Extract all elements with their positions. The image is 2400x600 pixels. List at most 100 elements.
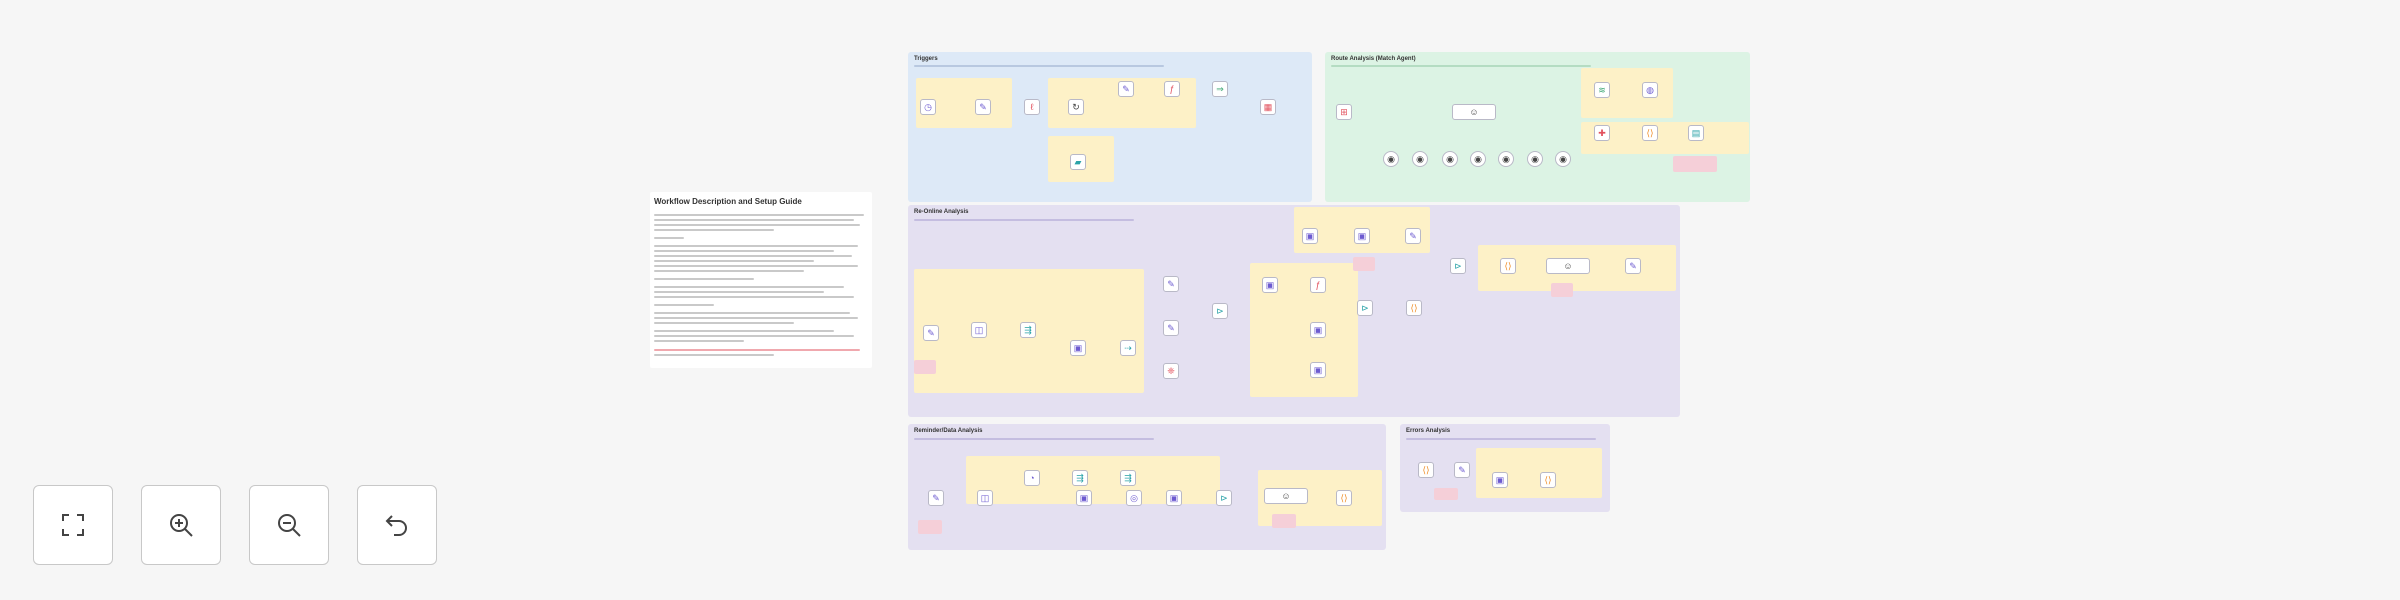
schedule-trigger-node[interactable]: ◷	[920, 99, 936, 115]
code-node[interactable]: ⟨⟩	[1336, 490, 1352, 506]
triggers-section[interactable]: Triggers	[908, 52, 1312, 202]
code-brackets-icon: ⟨⟩	[1422, 464, 1430, 475]
set-node[interactable]: ✎	[975, 99, 991, 115]
undo-button[interactable]	[357, 485, 437, 565]
code-node[interactable]: ⟨⟩	[1500, 258, 1516, 274]
merge-node[interactable]: ◫	[971, 322, 987, 338]
edit-node[interactable]: ✎	[1405, 228, 1421, 244]
tool-node[interactable]: ◉	[1555, 151, 1571, 167]
edit-node[interactable]: ✎	[1625, 258, 1641, 274]
edit-node[interactable]: ✎	[1454, 462, 1470, 478]
pencil-icon: ✎	[1458, 464, 1466, 475]
database-node[interactable]: ▣	[1262, 277, 1278, 293]
function-node[interactable]: ƒ	[1164, 81, 1180, 97]
tool-node[interactable]: ◉	[1498, 151, 1514, 167]
generate-warning-note[interactable]	[914, 360, 936, 374]
transform-icon: ⇶	[1124, 472, 1132, 483]
section-title: Errors Analysis	[1406, 428, 1451, 434]
tool-icon: ◉	[1559, 153, 1567, 164]
filter-node[interactable]: ◎	[1126, 490, 1142, 506]
doc-line	[654, 219, 854, 221]
filter-icon: ◎	[1130, 492, 1138, 503]
generate-warning-note[interactable]	[1353, 257, 1375, 271]
router-node[interactable]: ⊳	[1357, 300, 1373, 316]
database-node[interactable]: ▣	[1354, 228, 1370, 244]
split-node[interactable]: ⇶	[1072, 470, 1088, 486]
zoom-out-button[interactable]	[249, 485, 329, 565]
doc-line	[654, 340, 744, 342]
route-trigger-node[interactable]: ⊞	[1336, 104, 1352, 120]
fit-view-button[interactable]	[33, 485, 113, 565]
http-request-node[interactable]: ▦	[1260, 99, 1276, 115]
error-trigger-node[interactable]: ⟨⟩	[1418, 462, 1434, 478]
database-node[interactable]: ▣	[1310, 322, 1326, 338]
pencil-icon: ✎	[1167, 278, 1175, 289]
code-node[interactable]: ⟨⟩	[1406, 300, 1422, 316]
doc-line	[654, 237, 684, 239]
sheet-node[interactable]: ▤	[1688, 125, 1704, 141]
split-node[interactable]: ⇶	[1020, 322, 1036, 338]
tool-icon: ◉	[1531, 153, 1539, 164]
workflow-description-note[interactable]: Workflow Description and Setup Guide	[650, 192, 872, 368]
re-online-analysis-section[interactable]: Re-Online Analysis	[908, 205, 1680, 417]
database-node[interactable]: ▣	[1492, 472, 1508, 488]
database-node[interactable]: ◍	[1642, 82, 1658, 98]
timer-node[interactable]: ◔	[1024, 470, 1040, 486]
database-node[interactable]: ▣	[1166, 490, 1182, 506]
ai-agent-node[interactable]: ☺	[1264, 488, 1308, 504]
ai-node[interactable]: ❈	[1163, 363, 1179, 379]
merge-node[interactable]: ◫	[977, 490, 993, 506]
database-node[interactable]: ▣	[1302, 228, 1318, 244]
router-node[interactable]: ⊳	[1216, 490, 1232, 506]
doc-line	[654, 312, 850, 314]
zoom-out-icon	[278, 514, 301, 537]
errors-warning-note[interactable]	[1434, 488, 1458, 500]
doc-line	[654, 304, 714, 306]
database-icon: ▣	[1079, 492, 1089, 503]
tool-node[interactable]: ◉	[1527, 151, 1543, 167]
edit-node[interactable]: ✎	[1163, 320, 1179, 336]
router-node[interactable]: ⊳	[1450, 258, 1466, 274]
errors-analysis-section[interactable]: Errors Analysis	[1400, 424, 1610, 512]
code-node[interactable]: ⟨⟩	[1540, 472, 1556, 488]
doc-line	[654, 286, 844, 288]
reminder-data-analysis-section[interactable]: Reminder/Data Analysis	[908, 424, 1386, 550]
pencil-icon: ✎	[1167, 322, 1175, 333]
code-node[interactable]: ⟨⟩	[1642, 125, 1658, 141]
mark-node[interactable]: ✚	[1594, 125, 1610, 141]
function-node[interactable]: ƒ	[1310, 277, 1326, 293]
webhook-trigger-node[interactable]: ▰	[1070, 154, 1086, 170]
tool-node[interactable]: ◉	[1383, 151, 1399, 167]
trigger-node[interactable]: ✎	[923, 325, 939, 341]
database-node[interactable]: ▣	[1310, 362, 1326, 378]
tool-node[interactable]: ◉	[1412, 151, 1428, 167]
reminder-warning-note[interactable]	[918, 520, 942, 534]
database-node[interactable]: ▣	[1076, 490, 1092, 506]
section-description	[914, 438, 1154, 440]
section-title: Triggers	[914, 56, 938, 62]
trigger-node[interactable]: ✎	[928, 490, 944, 506]
tool-node[interactable]: ◉	[1470, 151, 1486, 167]
tool-node[interactable]: ◉	[1442, 151, 1458, 167]
router-node[interactable]: ⊳	[1212, 303, 1228, 319]
code-node[interactable]: ℓ	[1024, 99, 1040, 115]
route-warning-note[interactable]	[1673, 156, 1717, 172]
ai-agent-node[interactable]: ☺	[1546, 258, 1590, 274]
wifi-node[interactable]: ≋	[1594, 82, 1610, 98]
database-node[interactable]: ▣	[1070, 340, 1086, 356]
pencil-icon: ✎	[1629, 260, 1637, 271]
database-icon: ▣	[1265, 279, 1275, 290]
transform-node[interactable]: ⇶	[1120, 470, 1136, 486]
wait-node[interactable]: ↻	[1068, 99, 1084, 115]
edit-node[interactable]: ✎	[1163, 276, 1179, 292]
transform-node[interactable]: ⇢	[1120, 340, 1136, 356]
generate-warning-note[interactable]	[1551, 283, 1573, 297]
reminder-warning-note[interactable]	[1272, 514, 1296, 528]
route-analysis-section[interactable]: Route Analysis (Match Agent)	[1325, 52, 1750, 202]
zoom-in-button[interactable]	[141, 485, 221, 565]
webhook-icon: ▰	[1074, 156, 1082, 167]
edit-fields-node[interactable]: ✎	[1118, 81, 1134, 97]
router-node[interactable]: ⇒	[1212, 81, 1228, 97]
ai-agent-node[interactable]: ☺	[1452, 104, 1496, 120]
